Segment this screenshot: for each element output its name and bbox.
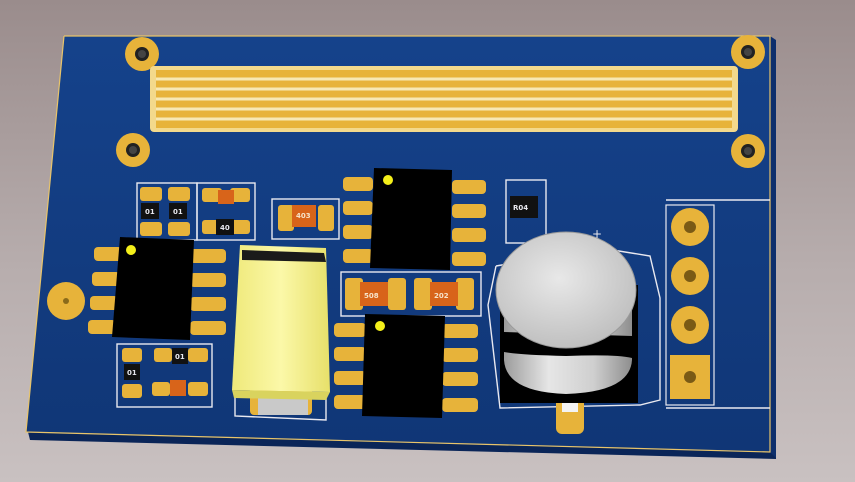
chip-label: 01 <box>145 208 155 216</box>
chip-labels: 01 01 40 01 01 R04 <box>127 204 528 377</box>
ic-u1-pads <box>88 247 226 335</box>
board-outline <box>25 35 771 453</box>
cap-label: 508 <box>364 292 379 300</box>
edge-connector-strip <box>150 66 738 132</box>
polarity-mark: + <box>592 227 602 241</box>
pin1-marker <box>383 175 393 185</box>
ceramic-capacitors: 403 <box>170 190 316 396</box>
mid-capacitors: 508 202 <box>345 278 474 310</box>
smd-pads-bottom-left <box>122 348 208 398</box>
ic-u2 <box>370 168 452 270</box>
chip-resistors <box>124 196 538 380</box>
chip-label: 01 <box>127 369 137 377</box>
chip-label: 01 <box>175 353 185 361</box>
chip-label: R04 <box>513 204 528 212</box>
ic-u3 <box>362 314 445 418</box>
header-connector <box>665 204 715 406</box>
cap-label: 202 <box>434 292 449 300</box>
chip-label: 01 <box>173 208 183 216</box>
ic-u2-pads <box>343 177 486 266</box>
pin1-marker <box>375 321 385 331</box>
mounting-holes <box>47 35 765 320</box>
board-edge-right <box>770 36 776 458</box>
tantalum-capacitor <box>232 245 330 415</box>
electrolytic-capacitor: + <box>495 227 638 434</box>
ic-u3-pads <box>334 323 478 412</box>
chip-label: 40 <box>220 224 230 232</box>
ic-u1 <box>112 237 194 340</box>
pin1-marker <box>126 245 136 255</box>
board-edge <box>28 432 776 459</box>
cap-label: 403 <box>296 212 311 220</box>
